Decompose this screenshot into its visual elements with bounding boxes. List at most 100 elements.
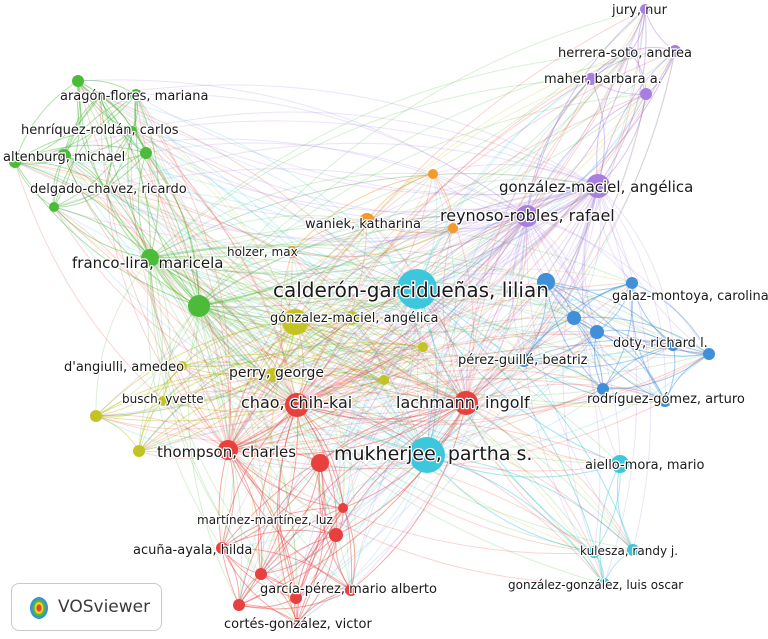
label-acuna[interactable]: acuña-ayala, hilda [132, 542, 254, 560]
node-blu-c[interactable] [703, 348, 715, 360]
label-aiello[interactable]: aiello-mora, mario [584, 457, 706, 475]
node-ylw-b[interactable] [418, 342, 428, 352]
node-gonzalezmacielB[interactable] [282, 309, 308, 335]
node-delgado[interactable] [101, 184, 111, 194]
edge [149, 257, 621, 465]
node-rodriguez[interactable] [597, 383, 609, 395]
node-red-c[interactable] [255, 568, 267, 580]
node-grn-big[interactable] [188, 295, 210, 317]
label-perezguille[interactable]: pérez-guillé, beatriz [457, 352, 589, 370]
node-mukherjee[interactable] [409, 437, 445, 473]
label-jury[interactable]: jury, nur [610, 2, 669, 20]
node-org-b[interactable] [448, 223, 458, 233]
label-holzer[interactable]: holzer, max [226, 244, 299, 261]
node-doty[interactable] [667, 339, 679, 351]
edge [14, 161, 229, 451]
node-calderon[interactable] [397, 269, 437, 309]
node-perry[interactable] [266, 368, 280, 382]
node-aragon[interactable] [72, 75, 84, 87]
node-jury[interactable] [640, 4, 650, 14]
node-waniek[interactable] [359, 213, 375, 229]
node-maher[interactable] [585, 73, 597, 85]
node-blu-b[interactable] [590, 325, 604, 339]
node-herrera-a[interactable] [625, 47, 635, 57]
label-altenburg[interactable]: altenburg, michael [2, 149, 127, 167]
node-chao[interactable] [285, 393, 309, 417]
node-acuna[interactable] [216, 542, 228, 554]
node-red-a[interactable] [311, 454, 329, 472]
label-garciaperez[interactable]: garcía-pérez, mario alberto [259, 581, 439, 599]
label-calderon[interactable]: calderón-garcidueñas, lilian [272, 277, 550, 304]
label-galaz[interactable]: galaz-montoya, carolina [611, 288, 768, 306]
node-aiello[interactable] [611, 455, 629, 473]
node-reynoso[interactable] [516, 205, 538, 227]
label-kulesza[interactable]: kulesza, randy j. [579, 543, 680, 560]
node-red-e[interactable] [292, 618, 302, 628]
node-dangiulli[interactable] [177, 361, 187, 371]
node-cortes[interactable] [233, 599, 245, 611]
label-dangiulli[interactable]: d'angiulli, amedeo [63, 359, 186, 377]
node-blu-a[interactable] [567, 311, 581, 325]
node-red-b[interactable] [329, 528, 343, 542]
edge [272, 368, 467, 404]
label-gonzalezmacielB[interactable]: gónzalez-maciel, angélica [269, 310, 440, 328]
label-herrera[interactable]: herrera-soto, andrea [557, 45, 693, 63]
node-cyn-a[interactable] [588, 546, 600, 558]
label-busch[interactable]: busch, yvette [121, 391, 205, 408]
label-doty[interactable]: doty, richard l. [612, 335, 709, 353]
label-lachmann[interactable]: lachmann, ingolf [395, 392, 532, 414]
node-aragon2[interactable] [95, 91, 105, 101]
node-blu-d[interactable] [659, 395, 671, 407]
node-org-a[interactable] [428, 169, 438, 179]
label-henriquez[interactable]: henríquez-roldán, carlos [20, 122, 180, 140]
edge [272, 343, 424, 376]
node-ylw-a[interactable] [345, 311, 359, 325]
node-martinez[interactable] [338, 503, 348, 513]
label-perry[interactable]: perry, george [228, 364, 326, 383]
label-franco[interactable]: franco-lira, maricela [71, 253, 225, 274]
node-grn-a[interactable] [130, 89, 142, 101]
label-delgado[interactable]: delgado-chavez, ricardo [29, 181, 188, 199]
label-maher[interactable]: maher, barbara a. [543, 71, 663, 89]
node-ylw-d[interactable] [90, 410, 102, 422]
edge [227, 449, 352, 591]
node-grn-c[interactable] [57, 149, 71, 163]
node-gonzalezgonzalez[interactable] [598, 578, 610, 590]
node-ylw-c[interactable] [379, 375, 389, 385]
label-chao[interactable]: chao, chih-kai [240, 392, 354, 414]
label-gonzalezgonzalez[interactable]: gonzález-gonzález, luis oscar [507, 577, 685, 594]
label-thompson[interactable]: thompson, charles [156, 442, 298, 463]
label-mukherjee[interactable]: mukherjee, partha s. [333, 442, 534, 467]
node-gal[interactable] [537, 273, 555, 291]
node-ylw-e[interactable] [133, 445, 145, 457]
label-aragon[interactable]: aragón-flores, mariana [59, 88, 210, 106]
node-grn-d[interactable] [49, 202, 59, 212]
label-martinez[interactable]: martínez-martínez, luz [196, 512, 334, 529]
node-red-d[interactable] [290, 592, 302, 604]
node-garciaperez[interactable] [345, 584, 357, 596]
label-cortes[interactable]: cortés-gonzález, victor [223, 616, 374, 634]
label-gonzalezmacielA[interactable]: gonzález-maciel, angélica [498, 177, 695, 198]
node-gonzalezmacielA[interactable] [586, 174, 610, 198]
node-perezguille[interactable] [517, 353, 531, 367]
node-grn-b[interactable] [140, 147, 152, 159]
label-reynoso[interactable]: reynoso-robles, rafael [439, 205, 616, 227]
node-kulesza[interactable] [627, 544, 639, 556]
edge [294, 321, 345, 509]
node-holzer[interactable] [286, 246, 298, 258]
edge [545, 185, 599, 283]
node-galaz[interactable] [626, 277, 638, 289]
node-lachmann[interactable] [454, 391, 478, 415]
node-henriquez[interactable] [127, 126, 137, 136]
label-waniek[interactable]: waniek, katharina [304, 216, 422, 234]
edge [416, 93, 647, 290]
node-busch[interactable] [158, 396, 168, 406]
node-thompson[interactable] [218, 440, 238, 460]
node-purp-x[interactable] [640, 88, 652, 100]
label-rodriguez[interactable]: rodríguez-gómez, arturo [586, 391, 746, 409]
node-herrera-b[interactable] [669, 45, 681, 57]
node-altenburg[interactable] [9, 156, 21, 168]
node-franco[interactable] [141, 249, 159, 267]
